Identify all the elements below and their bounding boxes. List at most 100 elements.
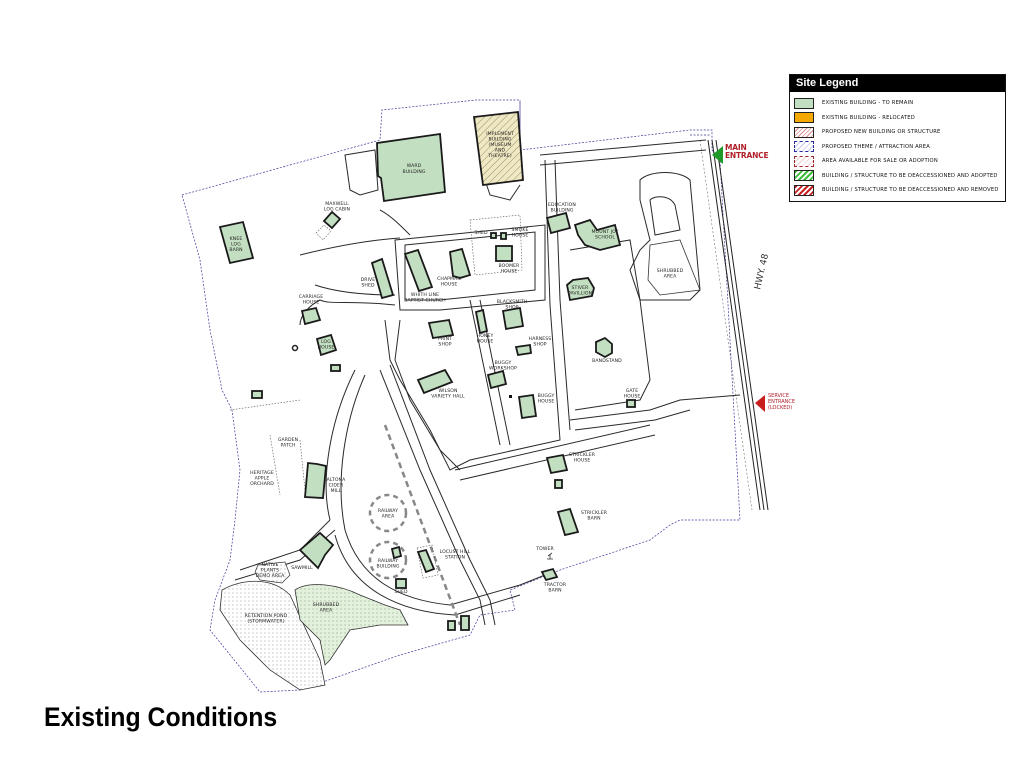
shed-north xyxy=(490,232,497,239)
legend-item-remain: EXISTING BUILDING - TO REMAIN xyxy=(790,96,1005,111)
legend-item-removed: BUILDING / STRUCTURE TO BE DEACCESSIONED… xyxy=(790,183,1005,198)
ward-building xyxy=(376,132,446,203)
locust-hill-station xyxy=(416,548,436,574)
svg-text:TOWER: TOWER xyxy=(535,546,554,552)
print-shop xyxy=(427,318,455,340)
shed-west xyxy=(251,390,263,399)
svg-text:RETENTION POND(STORMWATER): RETENTION POND(STORMWATER) xyxy=(245,613,288,625)
svg-text:SHED: SHED xyxy=(394,589,408,595)
gate-house xyxy=(626,399,636,408)
svg-text:BANDSTAND: BANDSTAND xyxy=(592,358,622,364)
railway-building xyxy=(390,545,403,560)
chapman-house xyxy=(449,247,472,279)
service-entrance-label: SERVICE ENTRANCE (LOCKED) xyxy=(768,393,796,411)
legend-item-adopted: BUILDING / STRUCTURE TO BE DEACCESSIONED… xyxy=(790,169,1005,184)
bandstand xyxy=(595,336,613,359)
education-building xyxy=(545,211,572,235)
shed-south xyxy=(395,578,407,589)
maxwell-log-cabin xyxy=(322,210,342,230)
legend-item-new: PROPOSED NEW BUILDING OR STRUCTURE xyxy=(790,125,1005,140)
native-plants-area xyxy=(254,561,291,584)
svg-text:SHED: SHED xyxy=(474,230,488,236)
main-entrance-label: MAIN ENTRANCE xyxy=(725,143,769,160)
main-entrance-arrow-icon xyxy=(712,146,723,164)
rock-house xyxy=(315,333,338,357)
swatch-removed-icon xyxy=(794,184,814,196)
carriage-house xyxy=(300,306,322,326)
small-outbuilding xyxy=(330,364,341,372)
small-bldg-1 xyxy=(447,620,456,631)
swatch-theme-icon xyxy=(794,141,814,153)
swatch-relocated-icon xyxy=(794,112,814,124)
buggy-house xyxy=(517,393,538,420)
railway-loop-top xyxy=(368,493,408,533)
legend-item-relocated: EXISTING BUILDING - RELOCATED xyxy=(790,111,1005,126)
honey-house xyxy=(474,308,489,335)
svg-text:SAWMILL: SAWMILL xyxy=(291,565,313,571)
site-legend: Site Legend EXISTING BUILDING - TO REMAI… xyxy=(789,74,1006,202)
mount-joy-school xyxy=(573,218,622,251)
buggy-workshop xyxy=(486,369,508,390)
swatch-remain-icon xyxy=(794,97,814,109)
tower-icon xyxy=(547,552,553,560)
shrubbed-area-south xyxy=(294,584,409,666)
page-title: Existing Conditions xyxy=(44,702,278,732)
swatch-adopted-icon xyxy=(794,170,814,182)
swatch-sale-icon xyxy=(794,155,814,167)
knee-log-barn xyxy=(218,220,255,265)
implement-building xyxy=(472,111,524,187)
stiver-pavilion xyxy=(566,277,595,302)
strickler-outbuilding xyxy=(554,479,563,489)
legend-item-sale: AREA AVAILABLE FOR SALE OR ADOPTION xyxy=(790,154,1005,169)
smoke-house xyxy=(500,232,507,240)
service-entrance-arrow-icon xyxy=(755,395,765,412)
highway-label: HWY. 48 xyxy=(753,253,771,291)
shrubbed-area-north xyxy=(647,239,701,296)
strickler-barn xyxy=(556,507,580,537)
log-house-marker xyxy=(509,395,512,398)
drive-shed xyxy=(370,257,395,300)
tractor-barn xyxy=(540,567,559,582)
harness-shop xyxy=(514,343,533,357)
railway-loop-bottom xyxy=(368,540,408,580)
blacksmith-shop xyxy=(501,306,525,331)
boomer-house xyxy=(495,245,513,262)
small-bldg-2 xyxy=(460,615,470,631)
retention-pond xyxy=(219,580,326,691)
wilson-variety-hall xyxy=(416,368,454,395)
swatch-new-icon xyxy=(794,126,814,138)
legend-title: Site Legend xyxy=(790,75,1005,92)
